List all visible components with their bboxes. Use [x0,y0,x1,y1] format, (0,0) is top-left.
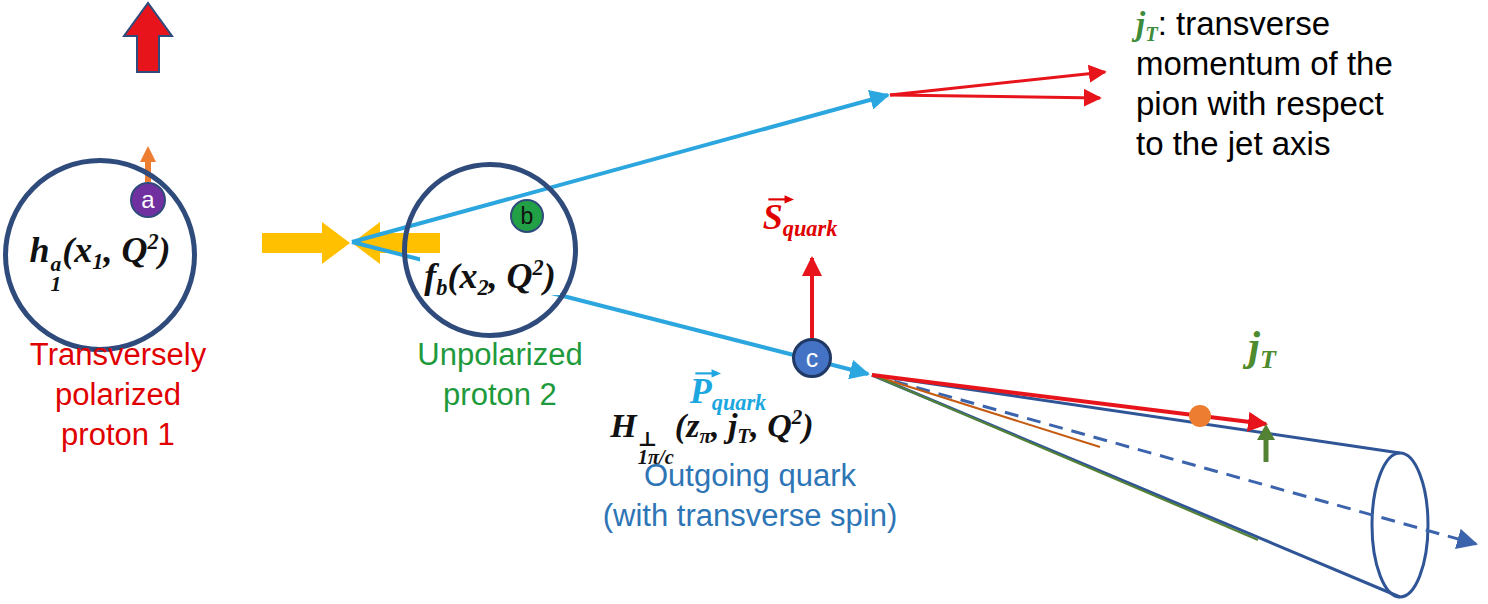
text-run: : transverse [1158,5,1330,42]
beam-arrow [262,222,350,264]
vector-arrow [767,194,794,205]
text-run: ) [802,407,813,444]
momentum-vector-label: Pquark [690,371,767,412]
jet-cone-edge [872,375,1400,453]
parton-circle [131,183,165,217]
hadron-track [890,72,1105,95]
text-run: 2 [792,405,803,429]
polarization-arrow [124,3,172,72]
quark-spin-arrow [810,258,814,338]
pdf-formula: h1a(x1, Q2) [29,230,170,295]
text-run: Outgoing quark [644,458,856,493]
text-run: pion with respect [1136,85,1384,122]
node-outline [402,162,578,338]
jt-arrow [1264,438,1269,462]
spin-vector-label: Squark [763,197,838,238]
proton-caption: Transversely polarized proton 1 [30,335,206,455]
text-run: quark [783,216,838,241]
jt-arrowhead [1257,424,1275,440]
vector-arrow [694,368,721,379]
jet-axis [872,375,1476,544]
superscript: ⊥ [638,430,674,448]
fragmentation-formula: H1π/c⊥(zπ, jT, Q2) [610,406,813,467]
text-run: , Q [489,256,533,296]
vector-symbol: S [763,197,783,238]
text-run: to the jet axis [1136,125,1330,162]
text-run: proton 1 [61,417,175,452]
index-stack: 1a [50,255,61,294]
definition-note: jT: transverse momentum of the pion with… [1136,4,1393,164]
proton-circle [405,165,576,336]
text-run: T [737,424,750,448]
text-run: (z [675,407,700,444]
text-run: 1 [92,248,103,273]
text-run: ) [544,256,556,296]
text-run: j [1248,323,1260,369]
text-run: f [424,256,436,296]
text-run: , j [711,407,737,444]
text-run: , Q [750,407,792,444]
quark-caption: Outgoing quark (with transverse spin) [603,456,898,536]
text-run: (with transverse spin) [603,498,898,533]
proton-circle [6,161,195,350]
subscript: 1 [50,275,61,294]
text-run: b [436,275,447,300]
proton-circle: ah1a(x1, Q2)Transversely polarized proto… [3,158,197,352]
parton-letter: c [806,345,819,372]
parton-circle [794,340,831,377]
jet-cone-edge [872,375,1400,597]
parton-letter: a [141,187,154,213]
parton-circle: a [130,182,166,218]
text-run: proton 2 [443,377,557,412]
outgoing-parton-line [352,95,888,242]
parton-circle [511,200,543,232]
text-run: H [610,407,636,444]
proton-circle: bfb(x2, Q2)Unpolarized proton 2 [402,162,578,338]
parton-circle: b [510,199,544,233]
hadron-track [890,95,1100,98]
jet-cone-mouth [1372,453,1428,597]
text-run: T [1260,345,1276,374]
text-run: 2 [477,275,488,300]
text-run: polarized [55,377,181,412]
text-run: h [29,230,49,270]
text-run: a [141,186,154,213]
text-run: Transversely [30,337,206,372]
pdf-formula: fb(x2, Q2) [420,257,559,295]
proton-caption: Unpolarized proton 2 [417,335,582,415]
text-run: j [1136,6,1145,42]
text-run: 2 [533,255,544,280]
text-run: Unpolarized [417,337,582,372]
text-run: ) [159,230,171,270]
text-run: T [1145,23,1157,45]
superscript: a [50,255,61,274]
text-run: 2 [147,228,158,253]
pion-dot [1189,405,1211,427]
text-run: c [806,344,819,372]
parton-letter: b [521,204,534,229]
jet-particle-track [872,375,1100,447]
parton-circle: c [792,338,832,378]
text-run: momentum of the [1136,45,1393,82]
quark-spin-arrowhead [140,146,156,162]
text-run: b [521,203,534,229]
jt-label: jT [1248,322,1276,370]
text-run: π [699,424,711,448]
text-run: (x [62,230,92,270]
text-run: , Q [103,230,147,270]
text-run: (x [447,256,477,296]
vector-symbol: P [690,371,712,412]
